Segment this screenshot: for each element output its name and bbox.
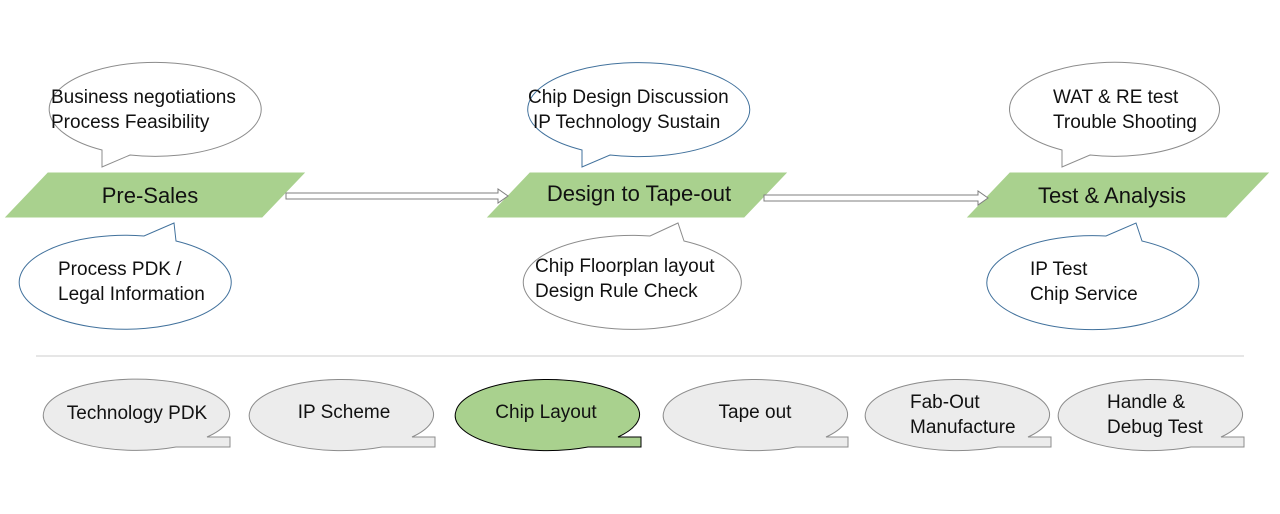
- bubble-test-top: [1009, 61, 1220, 168]
- bubble-design-bottom-line-2: Design Rule Check: [535, 281, 698, 302]
- step-handle-debug: [1057, 379, 1245, 452]
- bubble-design-bottom: [522, 222, 742, 330]
- step-technology-pdk-label: Technology PDK: [67, 403, 208, 424]
- step-fab-out: [864, 379, 1052, 452]
- bubble-test-bottom-line-2: Chip Service: [1030, 284, 1138, 305]
- step-chip-layout: [454, 379, 642, 452]
- step-handle-debug-label-line-1: Handle &: [1107, 392, 1185, 413]
- bubble-pre-sales-bottom: [18, 222, 232, 330]
- bubble-design-top: [527, 62, 751, 168]
- bubble-pre-sales-bottom-line-1: Process PDK /: [58, 259, 182, 280]
- step-chip-layout-label: Chip Layout: [495, 402, 597, 423]
- bubble-pre-sales-top-line-2: Process Feasibility: [51, 112, 210, 133]
- step-fab-out-label-line-1: Fab-Out: [910, 392, 980, 413]
- bubble-test-bottom-line-1: IP Test: [1030, 259, 1088, 280]
- bubble-pre-sales-top: [48, 61, 262, 168]
- stage-label-pre-sales: Pre-Sales: [102, 183, 199, 208]
- arrow-pre-sales-to-design: [285, 188, 509, 204]
- stage-shape-design: [486, 172, 788, 218]
- step-handle-debug-label-line-2: Debug Test: [1107, 417, 1203, 438]
- bubble-pre-sales-top-line-1: Business negotiations: [51, 87, 236, 108]
- bubble-test-top-line-1: WAT & RE test: [1053, 87, 1179, 108]
- arrow-design-to-test: [763, 190, 989, 206]
- stage-shape-pre-sales: [4, 172, 306, 218]
- bubble-test-top-line-2: Trouble Shooting: [1053, 112, 1197, 133]
- bubble-pre-sales-bottom-line-2: Legal Information: [58, 284, 205, 305]
- step-tape-out-label: Tape out: [719, 402, 793, 423]
- stage-label-test: Test & Analysis: [1038, 183, 1186, 208]
- step-ip-scheme: [248, 379, 436, 452]
- bubble-design-top-line-2: IP Technology Sustain: [533, 112, 720, 133]
- stage-label-design: Design to Tape-out: [547, 181, 731, 206]
- bubble-test-bottom: [986, 222, 1200, 331]
- step-ip-scheme-label: IP Scheme: [298, 402, 391, 423]
- step-technology-pdk: [42, 378, 231, 451]
- step-fab-out-label-line-2: Manufacture: [910, 417, 1016, 438]
- step-tape-out: [662, 379, 849, 452]
- bubble-design-bottom-line-1: Chip Floorplan layout: [535, 256, 715, 277]
- bubble-design-top-line-1: Chip Design Discussion: [528, 87, 729, 108]
